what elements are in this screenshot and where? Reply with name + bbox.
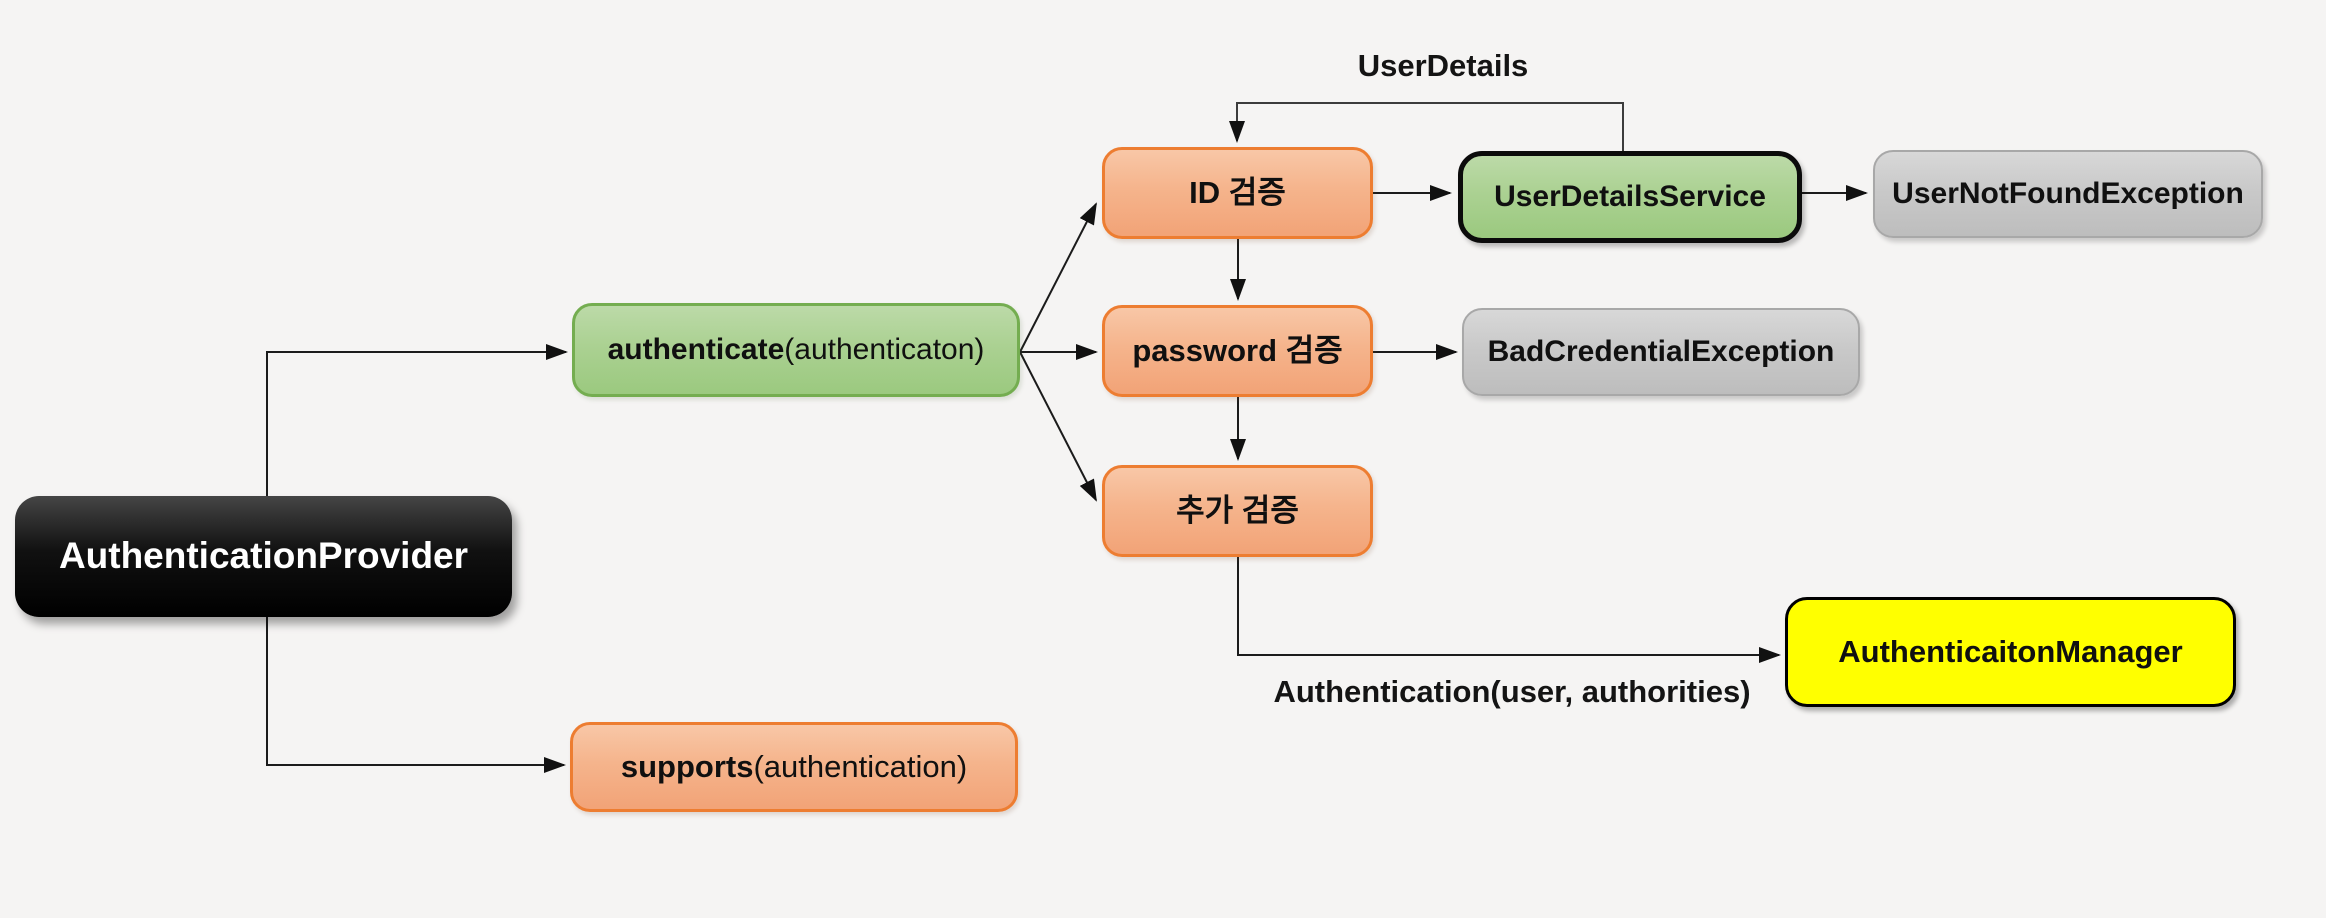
node-extra-check: 추가 검증 <box>1102 465 1373 557</box>
node-user-not-found-exception-label: UserNotFoundException <box>1892 176 2244 210</box>
node-bad-credential-exception-label: BadCredentialException <box>1487 334 1835 368</box>
node-user-not-found-exception: UserNotFoundException <box>1873 150 2263 238</box>
node-id-check-label: ID 검증 <box>1189 175 1286 211</box>
node-authentication-manager-label: AuthenticaitonManager <box>1838 634 2183 670</box>
edge-provider-to-supports <box>266 617 566 773</box>
node-bad-credential-exception: BadCredentialException <box>1462 308 1860 396</box>
edge-extra-check-to-authmanager <box>1237 557 1781 663</box>
edge-label-userdetails: UserDetails <box>1357 48 1529 83</box>
node-password-check-label: password 검증 <box>1132 333 1343 369</box>
edge-label-authentication-args: Authentication(user, authorities) <box>1273 674 1751 709</box>
edge-userdetails-loop <box>1229 102 1624 151</box>
edge-provider-to-authenticate <box>266 344 568 496</box>
edge-authenticate-to-id-check <box>1019 202 1097 353</box>
node-supports: supports(authentication) <box>570 722 1018 812</box>
node-authentication-provider: AuthenticationProvider <box>15 496 512 617</box>
node-authenticate: authenticate(authenticaton) <box>572 303 1020 397</box>
node-user-details-service: UserDetailsService <box>1458 151 1802 243</box>
node-authentication-manager: AuthenticaitonManager <box>1785 597 2236 707</box>
node-user-details-service-label: UserDetailsService <box>1494 179 1766 213</box>
node-id-check: ID 검증 <box>1102 147 1373 239</box>
node-authenticate-label: authenticate(authenticaton) <box>607 332 985 366</box>
node-extra-check-label: 추가 검증 <box>1176 493 1299 529</box>
node-password-check: password 검증 <box>1102 305 1373 397</box>
node-supports-label: supports(authentication) <box>620 749 968 785</box>
edge-authenticate-to-extra-check <box>1019 351 1097 502</box>
node-authentication-provider-label: AuthenticationProvider <box>58 535 469 577</box>
